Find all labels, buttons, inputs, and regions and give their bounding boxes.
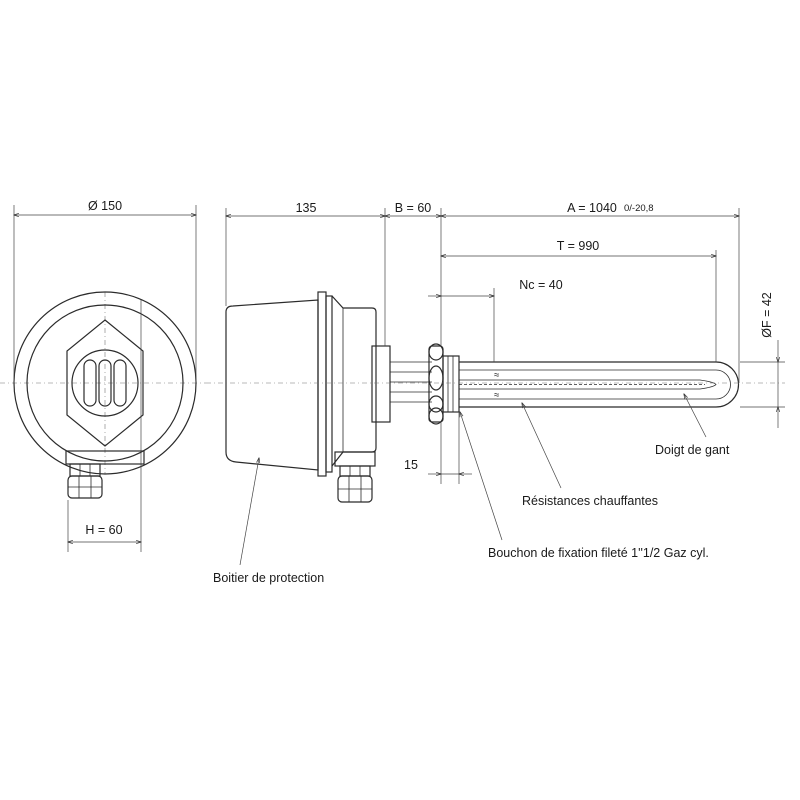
- gland-base: [65, 450, 145, 465]
- label-doigt: Doigt de gant: [655, 443, 730, 457]
- housing-flange-2: [325, 295, 333, 473]
- element-loop-2: [98, 359, 112, 407]
- inner-circle: [26, 304, 184, 462]
- dim-135-label: 135: [296, 201, 317, 215]
- element-bend: [715, 361, 740, 408]
- dim-h-label: H = 60: [85, 523, 122, 537]
- hex-inner-circle: [71, 349, 139, 417]
- plug-thread: [442, 355, 460, 413]
- dim-b-label: B = 60: [395, 201, 432, 215]
- non-heated-mark-bottom: ≈: [494, 390, 499, 401]
- callouts: Boitier de protection Bouchon de fixatio…: [213, 394, 730, 585]
- dim-t-label: T = 990: [557, 239, 600, 253]
- dim-15: 15: [404, 412, 472, 484]
- side-view: ≈ ≈: [206, 291, 785, 503]
- element-loop-3: [113, 359, 127, 407]
- protective-housing: [225, 299, 319, 471]
- dim-nc: Nc = 40: [428, 278, 563, 362]
- housing-lid: [331, 295, 377, 467]
- housing-neck: [371, 345, 391, 423]
- side-gland-top: [339, 465, 371, 477]
- dim-t: T = 990: [441, 239, 716, 362]
- element-loop-1: [83, 359, 97, 407]
- dim-diameter-label: Ø 150: [88, 199, 122, 213]
- dim-15-label: 15: [404, 458, 418, 472]
- gland-nut-top: [69, 463, 101, 477]
- dim-nc-label: Nc = 40: [519, 278, 562, 292]
- label-boitier: Boitier de protection: [213, 571, 324, 585]
- housing-flange: [317, 291, 327, 477]
- threaded-plug: [428, 343, 460, 425]
- dim-135: 135: [226, 201, 385, 346]
- dim-f: ØF = 42: [740, 292, 785, 428]
- dim-h: H = 60: [68, 300, 141, 552]
- dim-a: A = 1040 0/-20,8: [441, 201, 739, 383]
- dim-a-label: A = 1040: [567, 201, 617, 215]
- non-heated-mark-top: ≈: [494, 370, 499, 381]
- dim-b: B = 60: [385, 201, 441, 346]
- label-resistances: Résistances chauffantes: [522, 494, 658, 508]
- label-bouchon: Bouchon de fixation fileté 1''1/2 Gaz cy…: [488, 546, 709, 560]
- front-view: [0, 291, 206, 499]
- heating-elements: ≈ ≈: [459, 361, 740, 408]
- thermowell: [459, 379, 717, 390]
- dim-f-label: ØF = 42: [760, 292, 774, 338]
- dim-diameter: Ø 150: [14, 199, 196, 383]
- dim-a-tolerance: 0/-20,8: [624, 203, 654, 214]
- hex-nut: [66, 319, 144, 447]
